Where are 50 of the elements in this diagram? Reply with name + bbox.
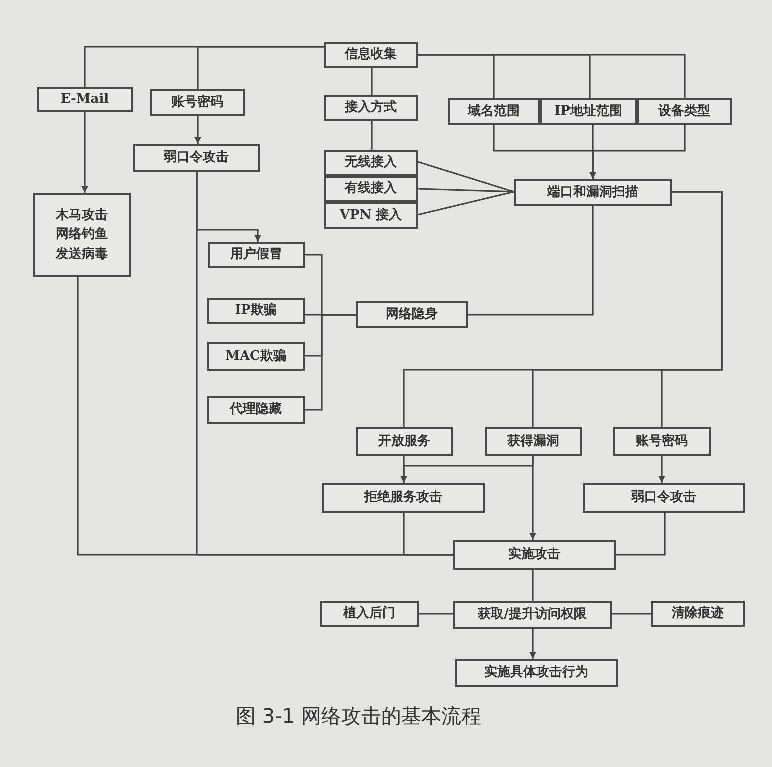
connector-line (371, 68, 373, 95)
connector-line (419, 613, 453, 615)
figure-caption: 图 3-1 网络攻击的基本流程 (236, 703, 482, 730)
process-box: 清除痕迹 (651, 601, 745, 627)
process-box: 域名范围 (448, 98, 540, 125)
process-box: MAC欺骗 (207, 342, 305, 371)
process-box: 弱口令攻击 (133, 144, 260, 172)
process-box: 设备类型 (637, 98, 732, 125)
connector-line (616, 513, 666, 556)
connector-line (612, 613, 651, 615)
process-box: IP欺骗 (207, 298, 305, 324)
connector-line (196, 172, 453, 556)
connector-line (305, 314, 356, 411)
connector-line (197, 46, 324, 89)
process-box: 开放服务 (356, 427, 453, 456)
arrow (530, 456, 536, 540)
process-box: IP地址范围 (540, 98, 637, 125)
process-box: 端口和漏洞扫描 (514, 179, 672, 206)
connector-line (532, 570, 534, 601)
process-box: 弱口令攻击 (583, 483, 745, 513)
connector-line (418, 161, 514, 193)
connector-line (418, 191, 514, 216)
connector-line (468, 206, 594, 316)
process-box: 实施攻击 (453, 540, 616, 570)
process-box: 账号密码 (150, 89, 245, 116)
process-box: E-Mail (37, 87, 133, 112)
process-box: 获得漏洞 (485, 427, 582, 456)
process-box: 账号密码 (613, 427, 711, 456)
process-box: 拒绝服务攻击 (322, 483, 485, 513)
connector-line (418, 188, 514, 193)
arrow (590, 125, 686, 179)
process-box: VPN 接入 (324, 202, 418, 229)
process-box: 用户假冒 (208, 242, 305, 268)
arrow (530, 629, 536, 659)
process-box: 接入方式 (324, 95, 418, 121)
arrow (658, 456, 666, 483)
arrow (194, 116, 202, 144)
process-box: 有线接入 (324, 176, 418, 202)
process-box: 代理隐藏 (207, 396, 305, 424)
process-box: 信息收集 (324, 42, 418, 68)
process-box: 木马攻击网络钓鱼发送病毒 (33, 193, 131, 277)
process-box: 无线接入 (324, 150, 418, 176)
arrow (82, 112, 88, 193)
process-box: 实施具体攻击行为 (455, 659, 618, 687)
process-box: 获取/提升访问权限 (453, 601, 612, 629)
process-box: 植入后门 (320, 601, 419, 627)
connector-line (371, 121, 373, 150)
connector-line (661, 191, 723, 427)
process-box: 网络隐身 (356, 301, 468, 328)
connector-line (418, 54, 686, 98)
